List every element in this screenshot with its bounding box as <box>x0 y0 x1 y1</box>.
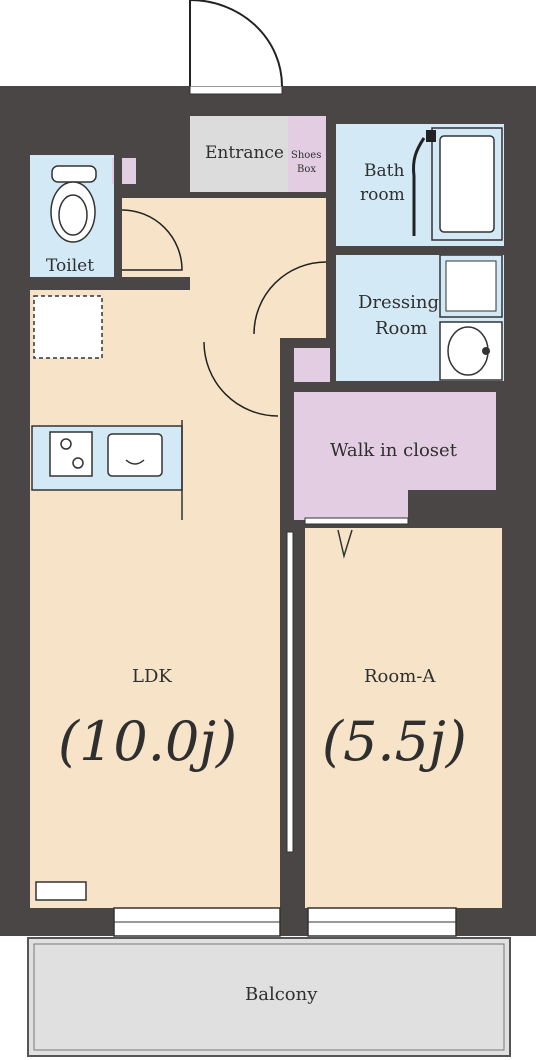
closet-floor <box>294 392 504 520</box>
fridge-space <box>33 295 103 359</box>
sink-icon <box>107 433 163 477</box>
bath-label-2: room <box>360 185 405 205</box>
shoes-box <box>288 116 326 192</box>
hall-floor <box>122 198 330 338</box>
ldk-floor <box>30 290 280 908</box>
room-a-label: Room-A <box>364 666 436 687</box>
shoes-box-label-1: Shoes <box>291 150 321 161</box>
ldk-label: LDK <box>132 666 172 687</box>
entrance-floor <box>188 116 288 192</box>
stove-icon <box>49 431 93 477</box>
wash-basin-icon <box>439 321 503 381</box>
toilet-bowl-icon <box>50 165 97 243</box>
door-swings <box>121 209 327 417</box>
shower-icon <box>412 137 426 236</box>
floor-outlet <box>35 881 87 901</box>
dressing-shelf <box>294 348 330 382</box>
bath-label-1: Bath <box>364 161 404 181</box>
entrance-label: Entrance <box>205 143 284 163</box>
dressing-label-1: Dressing <box>358 292 439 313</box>
closet-door[interactable] <box>304 517 409 525</box>
entrance-door[interactable] <box>189 0 283 95</box>
room-a-size: (5.5j) <box>322 710 467 773</box>
shoes-box-label-2: Box <box>297 164 316 175</box>
balcony-label: Balcony <box>245 984 318 1005</box>
sliding-door[interactable] <box>286 531 294 853</box>
toilet-label: Toilet <box>46 256 94 276</box>
bathtub-icon <box>431 127 503 241</box>
balcony-floor <box>27 937 511 1057</box>
dressing-label-2: Room <box>375 318 427 339</box>
ldk-size: (10.0j) <box>58 710 237 773</box>
room-a-floor <box>305 528 502 908</box>
walk-in-closet-label: Walk in closet <box>330 440 458 461</box>
